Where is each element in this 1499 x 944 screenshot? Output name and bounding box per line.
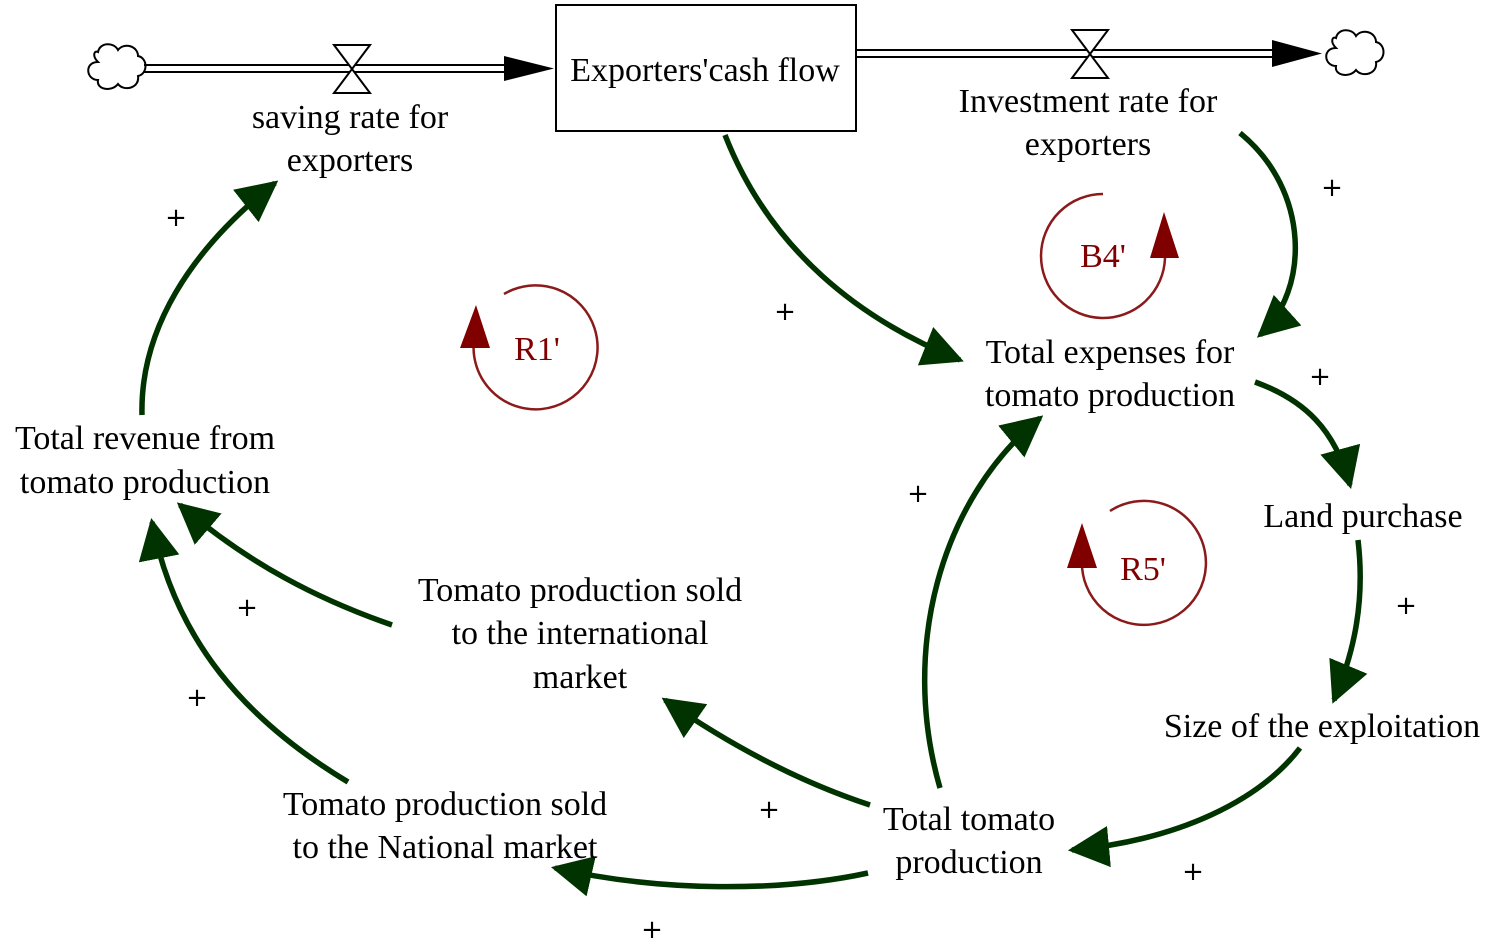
variable-sold-national: Tomato production sold to the National m… [283,786,607,866]
variable-land-purchase: Land purchase [1263,498,1462,535]
svg-text:saving rate for: saving rate for [252,99,449,136]
svg-text:exporters: exporters [1025,126,1152,163]
svg-text:Investment rate for: Investment rate for [959,83,1218,120]
svg-text:Land purchase: Land purchase [1263,498,1462,535]
loop-r5: R5' [1067,499,1208,627]
link-production-to-national [550,856,869,897]
inflow-label: saving rate for exporters [252,99,449,179]
svg-text:Tomato production sold: Tomato production sold [418,572,742,609]
svg-text:Size of the exploitation: Size of the exploitation [1164,708,1480,745]
svg-text:production: production [895,844,1042,881]
polarity-sign: + [774,297,796,327]
svg-text:exporters: exporters [287,142,414,179]
variable-total-revenue: Total revenue from tomato production [15,420,275,501]
stock-box [555,4,857,132]
link-land-to-size [1329,539,1368,704]
link-international-to-revenue [176,502,393,628]
link-national-to-revenue [138,517,350,785]
polarity-sign: + [1321,173,1343,203]
link-investment-to-expenses [1238,130,1302,338]
loop-r1-label: R1' [514,331,560,368]
outflow-pipe [856,40,1322,67]
link-expenses-to-land [1254,379,1361,489]
polarity-sign: + [1309,362,1331,392]
svg-text:to the National market: to the National market [293,829,599,866]
inflow-valve-icon [332,44,372,94]
svg-text:market: market [533,659,628,696]
loop-r1: R1' [460,284,599,411]
loop-r5-label: R5' [1120,551,1166,588]
svg-text:tomato production: tomato production [985,377,1235,414]
variable-total-expenses: Total expenses for tomato production [985,334,1235,414]
inflow-pipe [144,56,554,81]
link-cashflow-to-expenses [722,133,964,366]
source-cloud-icon [87,43,147,90]
link-production-to-international [661,697,871,808]
link-size-to-production [1067,746,1303,868]
polarity-sign: + [1395,591,1417,621]
polarity-sign: + [641,915,663,944]
loop-b4-label: B4' [1080,238,1126,275]
variable-size-exploitation: Size of the exploitation [1164,708,1480,745]
svg-text:Total tomato: Total tomato [883,801,1055,838]
loop-b4: B4' [1039,192,1179,320]
polarity-sign: + [165,203,187,233]
svg-text:tomato production: tomato production [20,464,270,501]
polarity-sign: + [236,593,258,623]
svg-text:Total expenses for: Total expenses for [986,334,1235,371]
polarity-sign: + [907,479,929,509]
svg-text:Tomato production sold: Tomato production sold [283,786,607,823]
outflow-valve-icon [1070,29,1110,79]
outflow-label: Investment rate for exporters [959,83,1218,163]
polarity-sign: + [1182,857,1204,887]
polarity-sign: + [758,795,780,825]
polarity-sign: + [186,683,208,713]
variable-sold-international: Tomato production sold to the internatio… [418,572,742,696]
link-production-to-expenses [922,415,1044,789]
stock-label: Exporters'cash flow [570,52,840,89]
variable-total-production: Total tomato production [883,801,1055,881]
link-revenue-to-saving [139,180,279,416]
sink-cloud-icon [1325,29,1385,76]
svg-text:Total revenue from: Total revenue from [15,420,275,457]
svg-text:to the international: to the international [452,615,709,652]
